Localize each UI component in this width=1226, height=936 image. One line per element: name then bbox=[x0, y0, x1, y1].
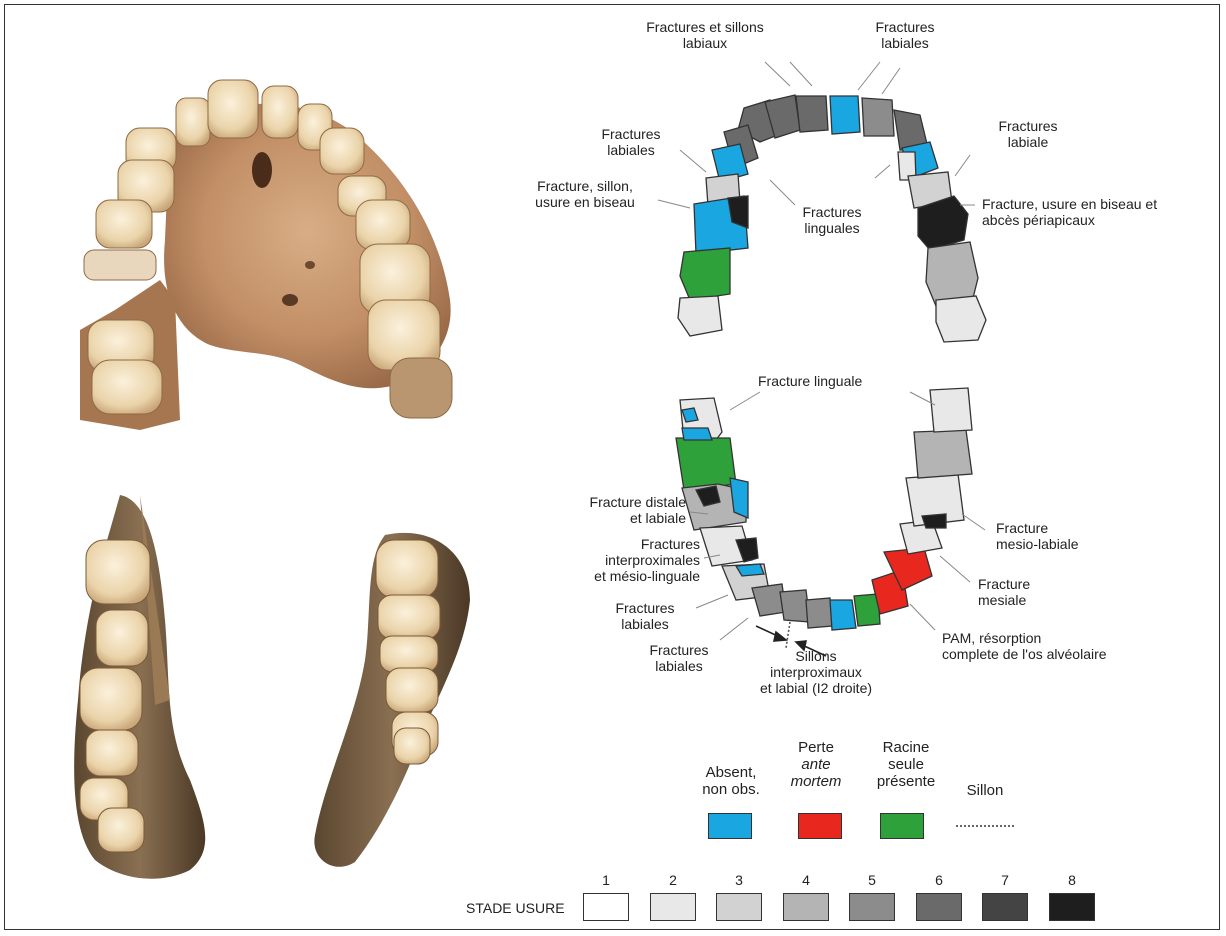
label-lower-fracture-mesio-labiale: Fracture mesio-labiale bbox=[996, 520, 1078, 552]
label-lower-fracture-distale: Fracture distale et labiale bbox=[510, 494, 686, 526]
label-line: usure en biseau bbox=[512, 194, 658, 210]
label-line: complete de l'os alvéolaire bbox=[942, 646, 1107, 662]
label-line: labiales bbox=[860, 35, 950, 51]
label-line: ante bbox=[780, 756, 852, 773]
wear-stage-number: 3 bbox=[719, 872, 759, 888]
legend-groove-label: Sillon bbox=[952, 782, 1018, 799]
wear-stage-number: 7 bbox=[985, 872, 1025, 888]
label-upper-fractures-labiale: Fractures labiale bbox=[978, 118, 1078, 150]
label-line: Racine bbox=[860, 739, 952, 756]
wear-stage-swatch bbox=[849, 893, 895, 921]
upper-tooth bbox=[680, 248, 730, 300]
lower-arch bbox=[676, 388, 972, 630]
label-lower-fractures-interproximales: Fractures interproximales et mésio-lingu… bbox=[500, 536, 700, 584]
label-line: Perte bbox=[780, 739, 852, 756]
wear-stage-swatch bbox=[916, 893, 962, 921]
wear-stage-title: STADE USURE bbox=[466, 900, 565, 916]
legend-swatch-absent bbox=[708, 813, 752, 839]
maxilla-photo bbox=[80, 80, 452, 430]
label-line: labiaux bbox=[610, 35, 800, 51]
wear-stage-number: 6 bbox=[919, 872, 959, 888]
label-line: présente bbox=[860, 773, 952, 790]
upper-tooth bbox=[678, 296, 722, 336]
mandible-left-photo bbox=[74, 495, 205, 879]
label-line: Fractures bbox=[860, 19, 950, 35]
lower-tooth bbox=[780, 590, 810, 622]
label-line: et mésio-linguale bbox=[500, 568, 700, 584]
label-line: mesio-labiale bbox=[996, 536, 1078, 552]
lower-tooth bbox=[930, 388, 972, 432]
upper-tooth bbox=[796, 96, 828, 132]
label-lower-fractures-labiales-2: Fractures labiales bbox=[634, 642, 724, 674]
label-line: seule bbox=[860, 756, 952, 773]
lower-tooth bbox=[914, 430, 972, 478]
label-line: Fractures et sillons bbox=[610, 19, 800, 35]
label-line: Fracture, usure en biseau et bbox=[982, 196, 1218, 212]
label-upper-fracture-sillon: Fracture, sillon, usure en biseau bbox=[512, 178, 658, 210]
label-line: Fractures bbox=[978, 118, 1078, 134]
upper-tooth bbox=[936, 296, 986, 342]
label-line: mortem bbox=[780, 773, 852, 790]
label-line: Fractures bbox=[500, 536, 700, 552]
upper-tooth bbox=[830, 96, 860, 134]
label-lower-sillons: Sillons interproximaux et labial (I2 dro… bbox=[726, 648, 906, 696]
label-line: Fractures bbox=[600, 600, 690, 616]
lower-tooth bbox=[830, 600, 856, 630]
label-line: Absent, bbox=[686, 764, 776, 781]
legend-absent-label: Absent, non obs. bbox=[686, 764, 776, 798]
wear-stage-number: 1 bbox=[586, 872, 626, 888]
label-upper-fractures-labiales-2: Fractures labiales bbox=[586, 126, 676, 158]
label-line: Fracture bbox=[978, 576, 1030, 592]
wear-stage-swatch bbox=[1049, 893, 1095, 921]
wear-stage-swatch bbox=[783, 893, 829, 921]
label-lower-fractures-labiales-1: Fractures labiales bbox=[600, 600, 690, 632]
wear-stage-number: 8 bbox=[1052, 872, 1092, 888]
label-line: Fractures bbox=[782, 204, 882, 220]
wear-stage-number: 4 bbox=[786, 872, 826, 888]
label-upper-fracture-usure-abces: Fracture, usure en biseau et abcès péria… bbox=[982, 196, 1218, 228]
label-line: Fracture bbox=[996, 520, 1078, 536]
label-line: Fracture, sillon, bbox=[512, 178, 658, 194]
label-line: Fracture distale bbox=[510, 494, 686, 510]
label-line: et labial (I2 droite) bbox=[726, 680, 906, 696]
label-line: linguales bbox=[782, 220, 882, 236]
lower-tooth bbox=[806, 598, 832, 628]
legend-pam-label: Perte ante mortem bbox=[780, 739, 852, 790]
label-upper-fractures-linguales: Fractures linguales bbox=[782, 204, 882, 236]
mandible-right-photo bbox=[314, 533, 470, 867]
legend-swatch-root-only bbox=[880, 813, 924, 839]
label-lower-pam: PAM, résorption complete de l'os alvéola… bbox=[942, 630, 1107, 662]
label-line: interproximales bbox=[500, 552, 700, 568]
wear-stage-number: 5 bbox=[852, 872, 892, 888]
label-lower-fracture-linguale: Fracture linguale bbox=[758, 373, 862, 389]
label-line: PAM, résorption bbox=[942, 630, 1107, 646]
label-line: interproximaux bbox=[726, 664, 906, 680]
label-line: labiales bbox=[586, 142, 676, 158]
label-line: Fractures bbox=[634, 642, 724, 658]
label-line: mesiale bbox=[978, 592, 1030, 608]
wear-stage-swatch bbox=[650, 893, 696, 921]
wear-stage-swatch bbox=[583, 893, 629, 921]
upper-tooth bbox=[862, 98, 894, 136]
label-line: abcès périapicaux bbox=[982, 212, 1218, 228]
wear-stage-swatch bbox=[716, 893, 762, 921]
label-line: non obs. bbox=[686, 781, 776, 798]
label-line: labiales bbox=[634, 658, 724, 674]
label-line: et labiale bbox=[510, 510, 686, 526]
label-lower-fracture-mesiale: Fracture mesiale bbox=[978, 576, 1030, 608]
legend-root-label: Racine seule présente bbox=[860, 739, 952, 790]
label-upper-fractures-labiales-1: Fractures labiales bbox=[860, 19, 950, 51]
lower-tooth bbox=[676, 438, 736, 490]
wear-stage-number: 2 bbox=[653, 872, 693, 888]
label-line: Sillons bbox=[726, 648, 906, 664]
label-line: labiale bbox=[978, 134, 1078, 150]
label-upper-fractures-sillons: Fractures et sillons labiaux bbox=[610, 19, 800, 51]
label-line: Fractures bbox=[586, 126, 676, 142]
label-line: labiales bbox=[600, 616, 690, 632]
legend-swatch-ante-mortem bbox=[798, 813, 842, 839]
wear-stage-swatch bbox=[982, 893, 1028, 921]
lower-tooth bbox=[922, 514, 946, 528]
